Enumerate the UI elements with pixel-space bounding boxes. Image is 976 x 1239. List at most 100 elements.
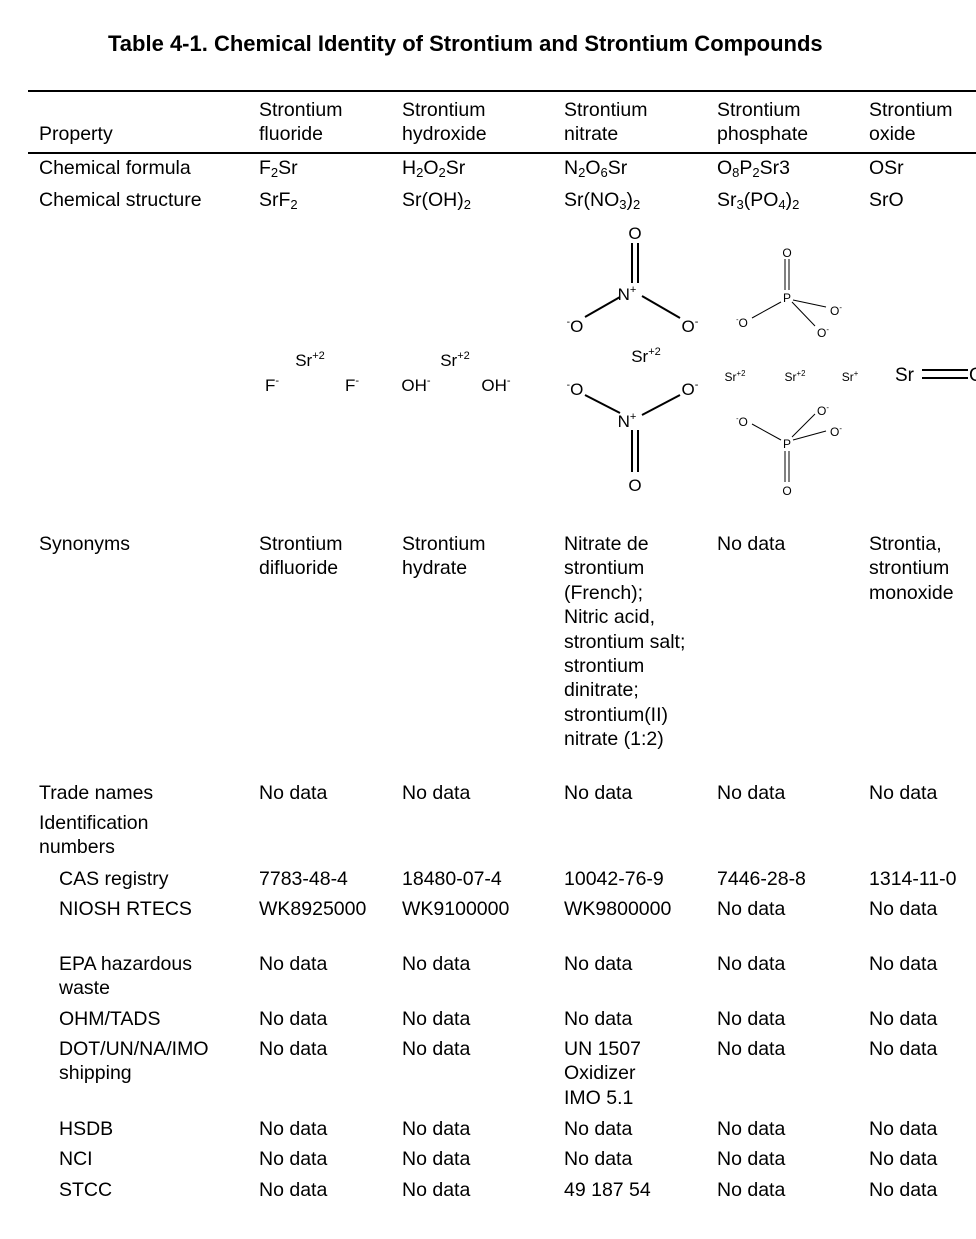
formula-text: O [717, 157, 733, 179]
table-cell: 18480-07-4 [402, 868, 502, 890]
ion-label: F- [345, 375, 359, 395]
atom-label: P [783, 291, 791, 305]
atom-label: O [782, 246, 791, 260]
row-label: OHM/TADS [59, 1008, 161, 1030]
formula-text: O [585, 157, 601, 179]
atom-label: N+ [618, 411, 637, 431]
table-cell: No data [564, 1118, 633, 1140]
ion-label: OH- [481, 375, 511, 395]
subscript: 6 [600, 165, 608, 180]
table-cell: No data [717, 533, 786, 555]
fluoride-structure: Sr+2 F- F- [265, 350, 359, 395]
table-cell: No data [402, 1179, 471, 1201]
table-cell: No data [869, 1118, 938, 1140]
formula-text: ) [785, 189, 793, 211]
subscript: 2 [270, 165, 279, 180]
table-cell: No data [869, 1179, 938, 1201]
atom-label: Sr [895, 365, 915, 386]
hydroxide-structure: Sr+2 OH- OH- [401, 350, 511, 395]
table-cell: No data [259, 1008, 328, 1030]
formula-text: Sr [607, 157, 628, 179]
table-cell: No data [717, 1148, 786, 1170]
table-cell: No data [869, 953, 938, 975]
table-cell: WK8925000 [259, 898, 367, 920]
formula-label: Chemical formula [39, 157, 191, 179]
header-strontium-oxide: Strontium oxide [869, 99, 953, 146]
subscript: 2 [578, 165, 586, 180]
formula-text: O [423, 157, 439, 179]
row-label: EPA hazardous waste [59, 953, 192, 1000]
atom-label: P [783, 437, 791, 451]
table-cell: No data [259, 1148, 328, 1170]
table-top-rule [28, 90, 976, 92]
table-cell: No data [402, 1038, 471, 1060]
table-cell: No data [402, 1008, 471, 1030]
table-cell: No data [259, 953, 328, 975]
table-cell: No data [717, 1038, 786, 1060]
table-cell: Strontia, strontium monoxide [869, 533, 954, 604]
table-cell: No data [717, 898, 786, 920]
atom-label: O- [682, 379, 699, 399]
ion-label: Sr+ [842, 369, 859, 384]
table-cell: 7783-48-4 [259, 868, 348, 890]
formula-text: Sr [445, 157, 466, 179]
header-property: Property [39, 123, 113, 145]
row-label: NIOSH RTECS [59, 898, 192, 920]
subscript: 8 [732, 165, 740, 180]
atom-label: O [628, 476, 641, 495]
atom-label: O- [817, 403, 829, 418]
formula-text: SrO [869, 189, 904, 211]
row-label: NCI [59, 1148, 93, 1170]
table-cell: UN 1507 Oxidizer IMO 5.1 [564, 1038, 641, 1109]
table-cell: 49 187 54 [564, 1179, 651, 1201]
chemical-structure-value: SrO [869, 188, 976, 212]
table-cell: No data [564, 953, 633, 975]
subscript: 2 [463, 197, 471, 212]
table-cell: Nitrate de strontium (French); Nitric ac… [564, 533, 686, 751]
subscript: 2 [290, 197, 298, 212]
formula-text: (PO [743, 189, 779, 211]
table-cell: No data [869, 898, 938, 920]
atom-label: O [782, 484, 791, 498]
atom-label: -O [567, 380, 584, 399]
ion-label: Sr+2 [785, 369, 806, 384]
subscript: 2 [416, 165, 424, 180]
chemical-structure-value: Sr3(PO4)2 [717, 188, 857, 212]
chemical-structure-value: SrF2 [259, 188, 394, 212]
table-title: Table 4-1. Chemical Identity of Strontiu… [108, 31, 823, 56]
oxide-structure: Sr O [895, 365, 976, 386]
chemical-structures: Sr+2 F- F- Sr+2 OH- OH- O N+ -O O- Sr+2 … [265, 224, 976, 498]
header-rule [28, 152, 976, 154]
chemical-formula-value: O8P2Sr3 [717, 156, 857, 180]
atom-label: O- [830, 303, 842, 318]
table-cell: No data [869, 1008, 938, 1030]
table-cell: No data [259, 782, 328, 804]
table-cell: Strontium hydrate [402, 533, 486, 580]
formula-text: F [259, 157, 271, 179]
atom-label: O- [830, 424, 842, 439]
chemical-structure-value: Sr(OH)2 [402, 188, 552, 212]
ion-label: Sr+2 [725, 369, 746, 384]
table-cell: No data [259, 1038, 328, 1060]
formula-text: H [402, 157, 417, 179]
row-label: STCC [59, 1179, 113, 1201]
atom-label: -O [736, 315, 748, 330]
subscript: 2 [438, 165, 446, 180]
chemical-formula-value: N2O6Sr [564, 156, 689, 180]
ion-label: F- [265, 375, 279, 395]
atom-label: N+ [618, 284, 637, 304]
row-label: Identification numbers [39, 812, 149, 859]
atom-label: O- [682, 316, 699, 336]
ion-label: Sr+2 [631, 346, 661, 366]
table-cell: WK9800000 [564, 898, 672, 920]
formula-text: Sr3 [759, 157, 791, 179]
atom-label: -O [736, 414, 748, 429]
row-label: DOT/UN/NA/IMO shipping [59, 1038, 209, 1085]
table-cell: No data [259, 1118, 328, 1140]
table-cell: No data [869, 1038, 938, 1060]
subscript: 3 [736, 197, 744, 212]
table-cell: No data [564, 782, 633, 804]
formula-text: OSr [869, 157, 904, 179]
table-cell: No data [869, 1148, 938, 1170]
table-cell: 1314-11-0 [869, 868, 957, 890]
